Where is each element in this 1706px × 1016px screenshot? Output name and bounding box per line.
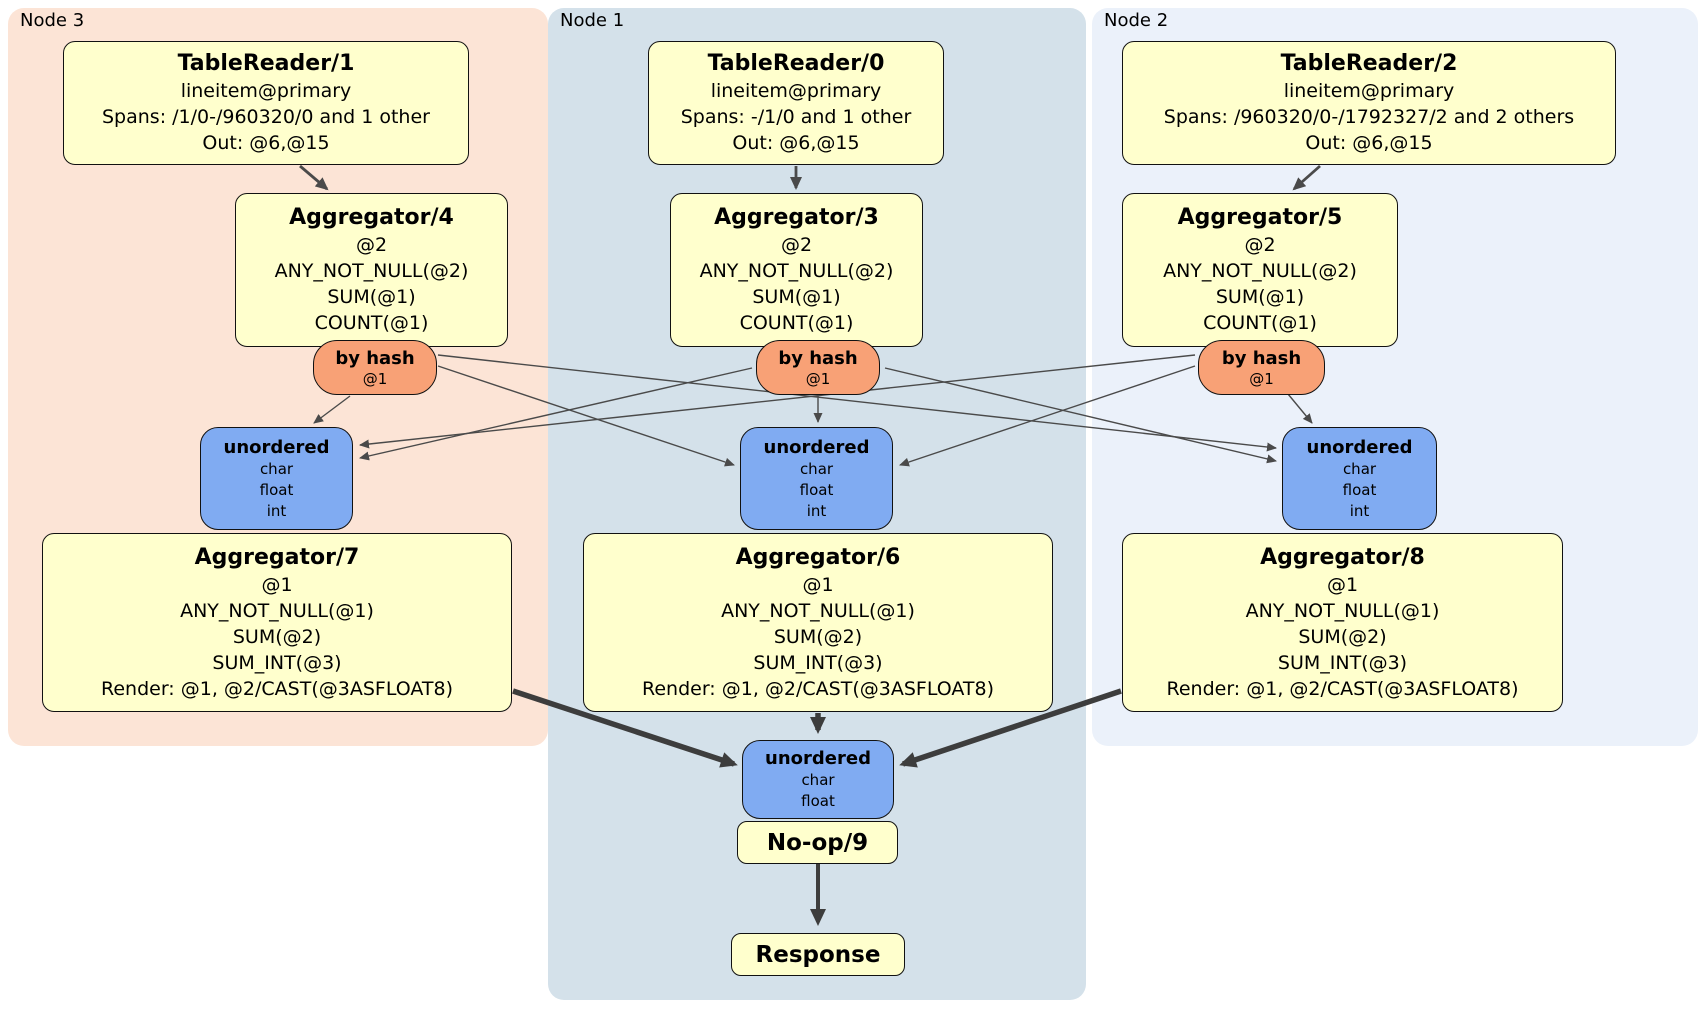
processor-title: Aggregator/6 bbox=[735, 544, 901, 570]
processor-aggregator-7: Aggregator/7 @1 ANY_NOT_NULL(@1) SUM(@2)… bbox=[42, 533, 512, 712]
processor-line: SUM(@1) bbox=[1215, 286, 1305, 308]
processor-line: lineitem@primary bbox=[710, 80, 882, 102]
processor-title: Aggregator/4 bbox=[289, 205, 454, 230]
sync-line: char bbox=[259, 459, 294, 478]
processor-line: SUM_INT(@3) bbox=[753, 651, 883, 674]
processor-line: @2 bbox=[780, 234, 813, 256]
router-title: by hash bbox=[778, 347, 858, 369]
processor-line: SUM(@2) bbox=[232, 625, 322, 648]
processor-aggregator-6: Aggregator/6 @1 ANY_NOT_NULL(@1) SUM(@2)… bbox=[583, 533, 1053, 712]
processor-line: COUNT(@1) bbox=[739, 312, 854, 334]
sync-line: int bbox=[266, 501, 287, 520]
sync-unordered-right: unordered char float int bbox=[1282, 427, 1437, 530]
processor-line: Spans: -/1/0 and 1 other bbox=[680, 106, 912, 128]
processor-aggregator-3: Aggregator/3 @2 ANY_NOT_NULL(@2) SUM(@1)… bbox=[670, 193, 923, 347]
processor-line: SUM(@2) bbox=[773, 625, 863, 648]
router-by-hash-left: by hash @1 bbox=[313, 340, 437, 395]
processor-title: Aggregator/3 bbox=[714, 205, 879, 230]
processor-line: ANY_NOT_NULL(@1) bbox=[721, 599, 915, 622]
sync-title: unordered bbox=[765, 748, 871, 769]
processor-title: Response bbox=[755, 941, 881, 968]
processor-noop-9: No-op/9 bbox=[737, 821, 898, 864]
processor-aggregator-8: Aggregator/8 @1 ANY_NOT_NULL(@1) SUM(@2)… bbox=[1122, 533, 1563, 712]
router-title: by hash bbox=[1221, 347, 1302, 369]
router-title: by hash bbox=[335, 347, 415, 369]
processor-title: Aggregator/8 bbox=[1260, 544, 1425, 570]
router-columns: @1 bbox=[805, 369, 831, 388]
processor-title: TableReader/0 bbox=[707, 51, 885, 76]
processor-line: Render: @1, @2/CAST(@3ASFLOAT8) bbox=[1166, 677, 1519, 700]
processor-title: TableReader/1 bbox=[177, 51, 355, 76]
processor-line: @2 bbox=[355, 234, 388, 256]
processor-line: lineitem@primary bbox=[1283, 80, 1455, 102]
processor-tablereader-0: TableReader/0 lineitem@primary Spans: -/… bbox=[648, 41, 944, 165]
sync-unordered-final: unordered char float bbox=[742, 740, 894, 819]
processor-aggregator-5: Aggregator/5 @2 ANY_NOT_NULL(@2) SUM(@1)… bbox=[1122, 193, 1398, 347]
processor-line: SUM(@1) bbox=[752, 286, 841, 308]
processor-line: @1 bbox=[802, 573, 834, 596]
processor-title: Aggregator/7 bbox=[194, 544, 360, 570]
processor-line: ANY_NOT_NULL(@2) bbox=[1163, 260, 1357, 282]
processor-line: ANY_NOT_NULL(@2) bbox=[699, 260, 894, 282]
processor-line: Spans: /1/0-/960320/0 and 1 other bbox=[102, 106, 430, 128]
processor-line: Out: @6,@15 bbox=[202, 132, 330, 154]
processor-line: COUNT(@1) bbox=[314, 312, 429, 334]
region-label-node3: Node 3 bbox=[20, 10, 85, 31]
aggregator-to-final-sync-edges bbox=[512, 688, 1122, 768]
processor-response: Response bbox=[731, 933, 905, 976]
router-by-hash-right: by hash @1 bbox=[1198, 340, 1325, 395]
region-label-node1: Node 1 bbox=[560, 10, 625, 31]
processor-title: Aggregator/5 bbox=[1177, 205, 1343, 230]
processor-line: SUM_INT(@3) bbox=[1277, 651, 1408, 674]
sync-line: int bbox=[806, 501, 827, 520]
processor-aggregator-4: Aggregator/4 @2 ANY_NOT_NULL(@2) SUM(@1)… bbox=[235, 193, 508, 347]
processor-line: Out: @6,@15 bbox=[1305, 132, 1433, 154]
reader-to-aggregator-edges bbox=[299, 164, 1321, 191]
processor-tablereader-2: TableReader/2 lineitem@primary Spans: /9… bbox=[1122, 41, 1616, 165]
sync-line: char bbox=[801, 771, 835, 789]
router-columns: @1 bbox=[362, 369, 388, 388]
router-by-hash-center: by hash @1 bbox=[756, 340, 880, 395]
processor-title: No-op/9 bbox=[766, 829, 869, 856]
sync-title: unordered bbox=[763, 436, 870, 458]
router-to-sync-edges bbox=[313, 354, 1313, 467]
sync-line: char bbox=[1342, 459, 1377, 478]
processor-line: ANY_NOT_NULL(@1) bbox=[1245, 599, 1440, 622]
processor-line: Render: @1, @2/CAST(@3ASFLOAT8) bbox=[642, 677, 994, 700]
processor-line: ANY_NOT_NULL(@2) bbox=[274, 260, 469, 282]
processor-line: Out: @6,@15 bbox=[732, 132, 860, 154]
processor-title: TableReader/2 bbox=[1280, 51, 1458, 76]
sync-line: float bbox=[801, 792, 835, 810]
sync-unordered-center: unordered char float int bbox=[740, 427, 893, 530]
processor-line: @2 bbox=[1244, 234, 1276, 256]
processor-line: COUNT(@1) bbox=[1203, 312, 1317, 334]
sync-line: char bbox=[799, 459, 834, 478]
processor-line: SUM(@2) bbox=[1298, 625, 1387, 648]
router-columns: @1 bbox=[1249, 369, 1274, 388]
sync-title: unordered bbox=[1306, 436, 1413, 458]
processor-line: ANY_NOT_NULL(@1) bbox=[180, 599, 374, 622]
sync-line: float bbox=[259, 480, 294, 499]
processor-line: lineitem@primary bbox=[180, 80, 352, 102]
processor-line: @1 bbox=[1326, 573, 1359, 596]
sync-line: float bbox=[799, 480, 834, 499]
sync-line: float bbox=[1342, 480, 1377, 499]
sync-unordered-left: unordered char float int bbox=[200, 427, 353, 530]
sync-title: unordered bbox=[223, 436, 330, 458]
region-label-node2: Node 2 bbox=[1104, 10, 1169, 31]
sync-line: int bbox=[1349, 501, 1370, 520]
processor-line: Spans: /960320/0-/1792327/2 and 2 others bbox=[1163, 106, 1575, 128]
processor-line: @1 bbox=[261, 573, 293, 596]
processor-line: SUM_INT(@3) bbox=[212, 651, 342, 674]
processor-line: Render: @1, @2/CAST(@3ASFLOAT8) bbox=[101, 677, 453, 700]
processor-line: SUM(@1) bbox=[327, 286, 416, 308]
processor-tablereader-1: TableReader/1 lineitem@primary Spans: /1… bbox=[63, 41, 469, 165]
